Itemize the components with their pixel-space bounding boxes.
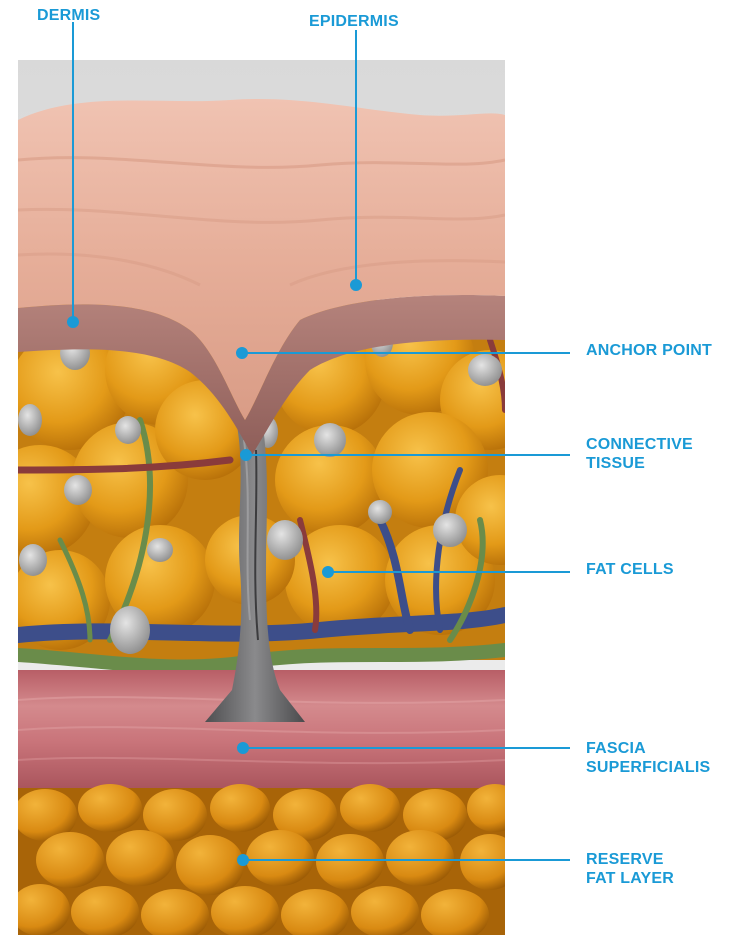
anchor-point-label: ANCHOR POINT — [586, 341, 712, 360]
fat-cells-reserve — [10, 784, 523, 941]
fat-cells-label: FAT CELLS — [586, 560, 674, 579]
connective-tissue-label: CONNECTIVE TISSUE — [586, 435, 693, 473]
fascia-superficialis-label: FASCIA SUPERFICIALIS — [586, 739, 710, 777]
reserve-fat-layer-label: RESERVE FAT LAYER — [586, 850, 674, 888]
epidermis-label: EPIDERMIS — [309, 12, 399, 31]
dermis-label: DERMIS — [37, 6, 100, 25]
